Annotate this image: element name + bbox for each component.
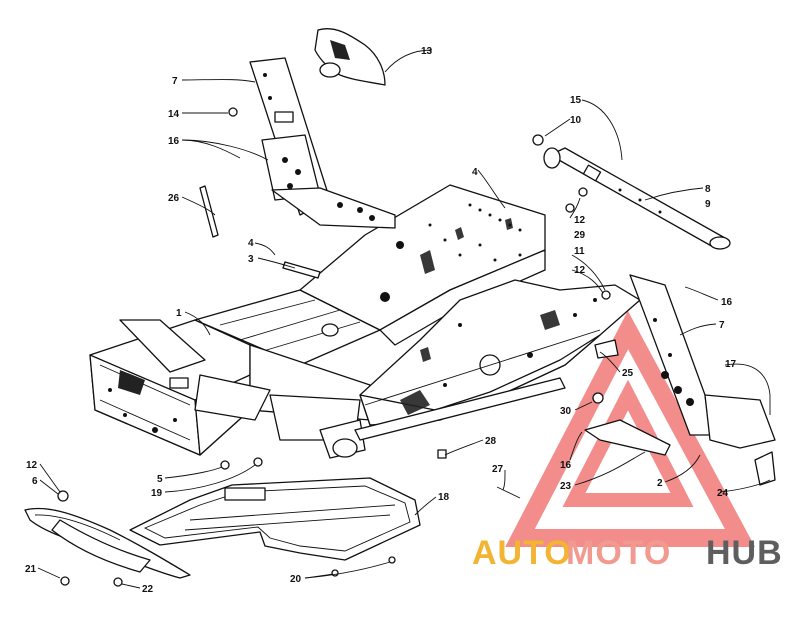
belly-pan [129,477,421,561]
part-number: 17 [725,359,737,370]
part-number: 20 [290,574,302,585]
part-number: 16 [168,136,180,147]
part-number: 1 [176,308,182,319]
steering-support-rear [629,274,776,449]
part-number: 14 [168,109,180,120]
part-number: 30 [560,406,572,417]
tunnel-rivets [428,203,522,262]
tunnel-upper [299,184,546,346]
watermark-auto: AUTO [472,534,572,572]
part-number: 5 [157,474,163,485]
part-number: 3 [248,254,254,265]
part-number: 10 [570,115,582,126]
part-number: 16 [721,297,733,308]
watermark-hub: HUB [706,534,783,572]
bracket-25 [594,339,619,359]
front-bumper [24,507,191,579]
part-number: 11 [574,246,585,257]
part-number: 25 [622,368,634,379]
watermark-moto: MOTO [566,534,671,572]
link-23 [584,419,671,456]
watermark-logo: AUTO MOTO HUB [472,534,783,572]
part-number: 15 [570,95,582,106]
part-number: 22 [142,584,154,595]
part-labels: 13 7 14 16 26 4 3 4 1 15 10 8 9 12 29 11… [25,46,737,595]
part-number: 12 [26,460,38,471]
side-rail-strip [354,377,566,441]
steering-shaft [543,147,731,250]
part-number: 4 [248,238,254,249]
part-number: 7 [719,320,725,331]
part-number: 8 [705,184,711,195]
part-number: 28 [485,436,497,447]
part-number: 7 [172,76,178,87]
part-number: 27 [492,464,504,475]
part-number: 16 [560,460,572,471]
part-number: 29 [574,230,586,241]
hardware [57,107,776,587]
part-number: 24 [717,488,729,499]
part-number: 23 [560,481,572,492]
steering-support-upper [249,57,396,229]
part-number: 9 [705,199,711,210]
part-number: 2 [657,478,663,489]
part-number: 12 [574,215,586,226]
steering-cover [314,28,386,86]
part-number: 26 [168,193,180,204]
part-number: 4 [472,167,478,178]
part-number: 12 [574,265,586,276]
leader-lines [37,49,771,589]
part-number: 21 [25,564,37,575]
part-number: 13 [421,46,433,57]
part-number: 18 [438,492,450,503]
frame-crossmembers [119,289,381,459]
part-number: 6 [32,476,38,487]
part-number: 19 [151,488,163,499]
